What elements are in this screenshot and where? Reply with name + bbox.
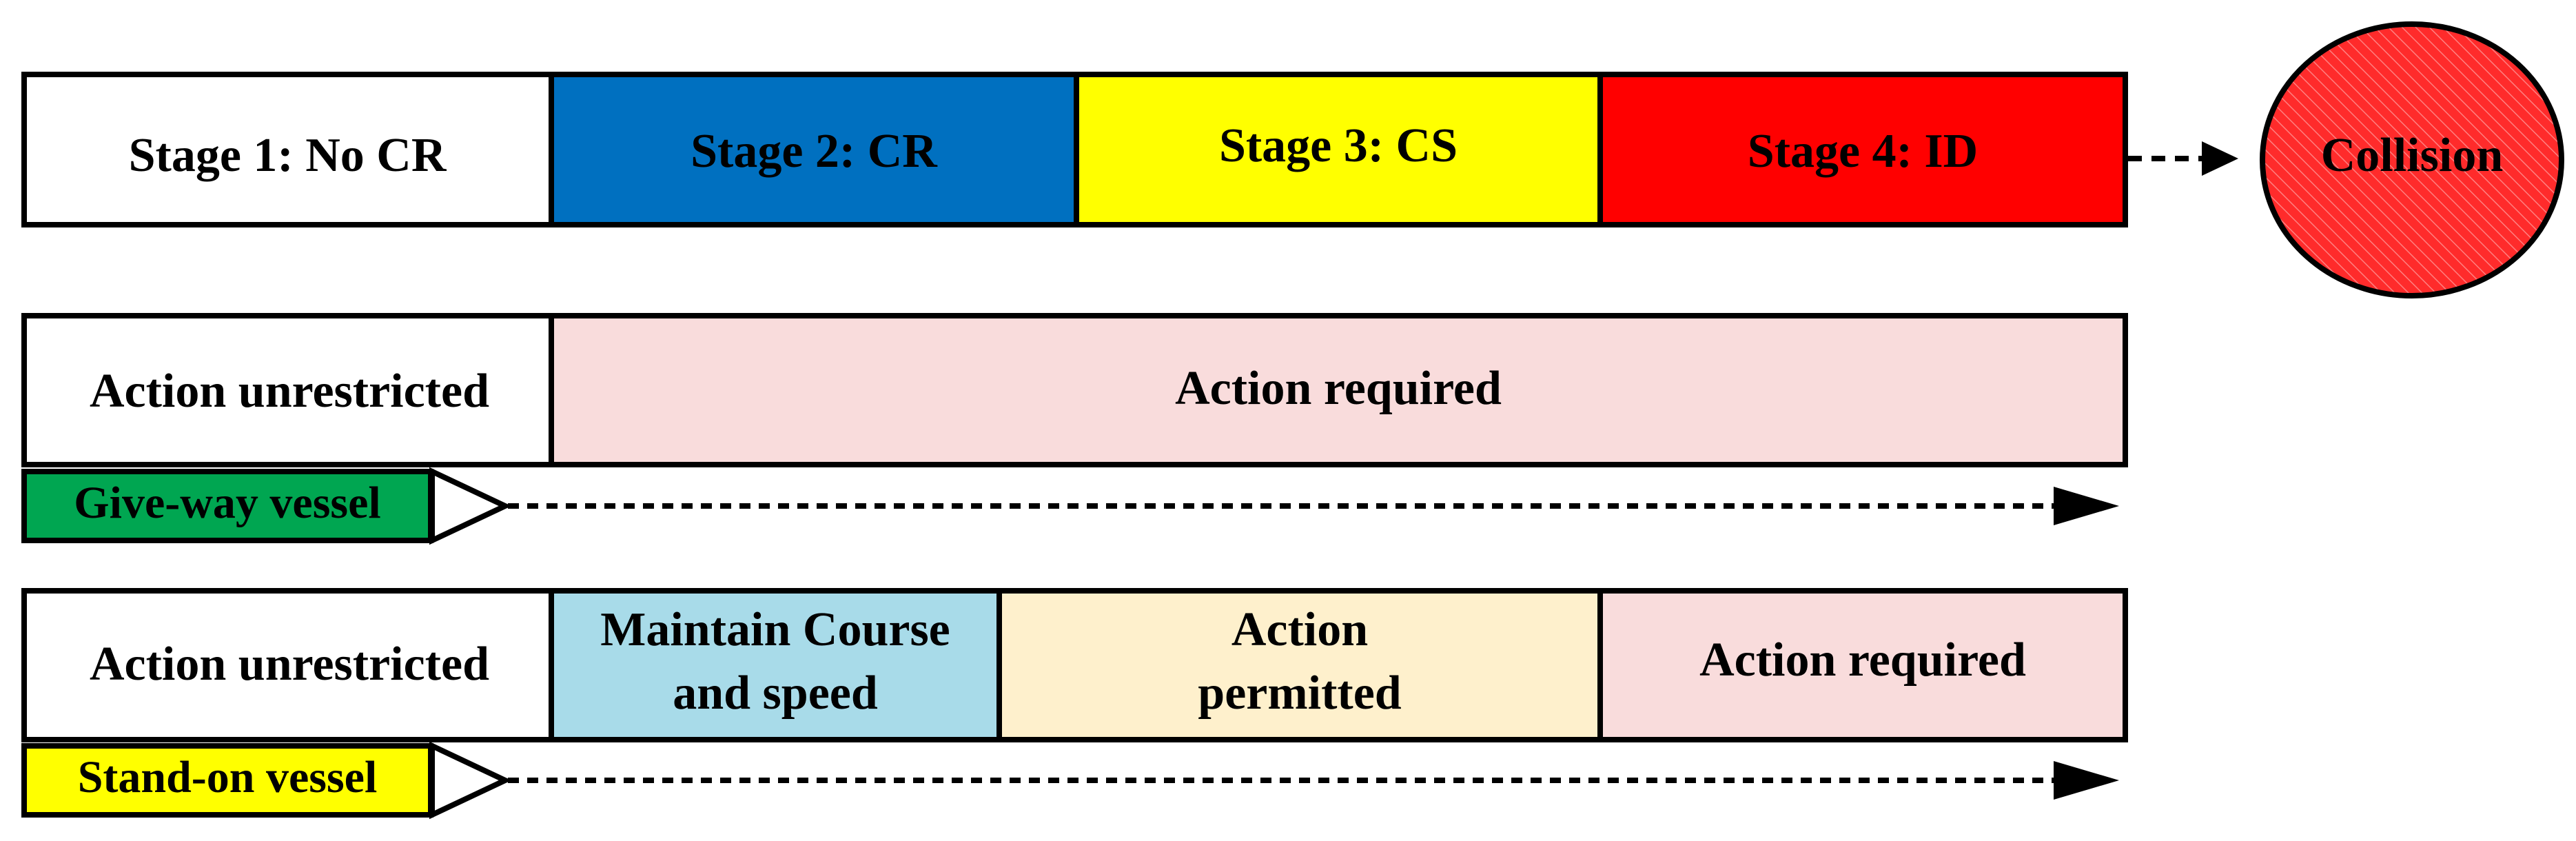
give-way-vessel-tag xyxy=(21,469,433,543)
stand-on-permitted-label-line1: Action xyxy=(1231,603,1368,656)
stage-4-box xyxy=(1597,72,2128,227)
give-way-required-label: Action required xyxy=(1175,362,1502,415)
collision-label: Collision xyxy=(2321,129,2504,182)
stage-3-label: Stage 3: CS xyxy=(1219,119,1458,172)
stand-on-unrestricted-label: Action unrestricted xyxy=(90,638,489,691)
collision-circle xyxy=(2260,21,2564,298)
stand-on-permitted-label-line2: permitted xyxy=(1198,667,1402,720)
stand-on-vessel-tag xyxy=(21,743,433,818)
give-way-phase-required xyxy=(549,313,2128,467)
stand-on-vessel-timeline: Stand-on vessel xyxy=(21,741,2119,820)
stage-2-box xyxy=(549,72,1079,227)
stage-1-box xyxy=(21,72,554,227)
stand-on-maintain-label-line1: Maintain Course xyxy=(600,603,950,656)
stand-on-phase-maintain xyxy=(549,588,1002,742)
stand-on-vessel-label: Stand-on vessel xyxy=(78,752,378,802)
give-way-phase-unrestricted xyxy=(21,313,554,467)
stage-1-label: Stage 1: No CR xyxy=(129,129,447,182)
stand-on-phase-unrestricted xyxy=(21,588,554,742)
stage-row: Stage 1: No CR Stage 2: CR Stage 3: CS S… xyxy=(21,72,2128,227)
give-way-vessel-label: Give-way vessel xyxy=(74,478,380,528)
give-way-action-row: Action unrestricted Action required xyxy=(21,313,2128,467)
stand-on-maintain-label-line2: and speed xyxy=(673,667,878,720)
stand-on-phase-required xyxy=(1597,588,2128,742)
stage-2-label: Stage 2: CR xyxy=(691,125,938,178)
collision-arrow xyxy=(2128,141,2238,176)
stand-on-required-label: Action required xyxy=(1699,634,2026,687)
stage-4-label: Stage 4: ID xyxy=(1748,125,1978,178)
give-way-vessel-timeline: Give-way vessel xyxy=(21,467,2119,545)
stage-3-box xyxy=(1074,72,1603,227)
stand-on-action-row: Action unrestricted Maintain Course and … xyxy=(21,588,2128,742)
give-way-unrestricted-label: Action unrestricted xyxy=(90,365,489,418)
collision-node: Collision xyxy=(2260,21,2564,298)
